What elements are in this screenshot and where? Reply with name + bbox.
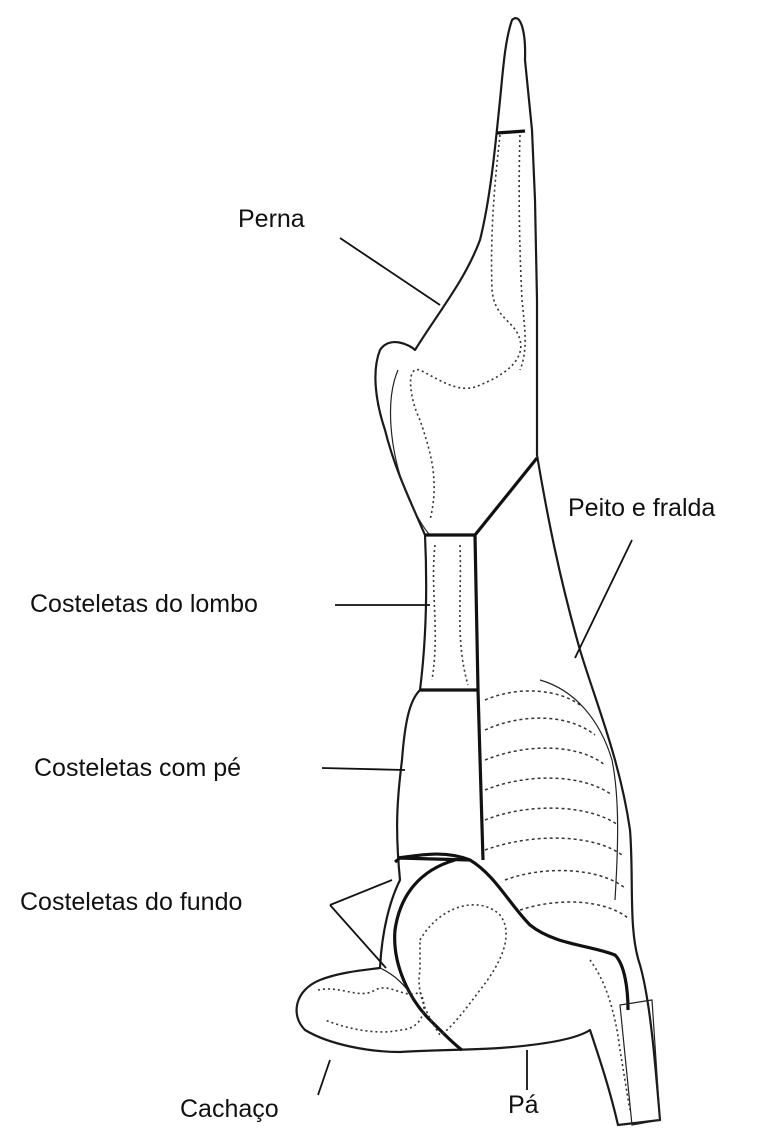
label-pa: Pá <box>508 1093 539 1118</box>
label-peito-fralda: Peito e fralda <box>568 496 715 521</box>
leader-costeletas-pe <box>322 768 405 770</box>
label-costeletas-pe: Costeletas com pé <box>34 756 241 781</box>
leader-peito-fralda <box>575 540 632 658</box>
leader-cachaco <box>318 1060 330 1095</box>
leader-perna <box>340 238 440 305</box>
label-perna: Perna <box>238 207 305 232</box>
label-cachaco: Cachaço <box>180 1097 279 1122</box>
label-costeletas-lombo: Costeletas do lombo <box>30 592 258 617</box>
leader-costeletas-fundo-a <box>330 880 392 905</box>
leader-costeletas-fundo-b <box>330 905 386 968</box>
label-costeletas-fundo: Costeletas do fundo <box>20 890 242 915</box>
